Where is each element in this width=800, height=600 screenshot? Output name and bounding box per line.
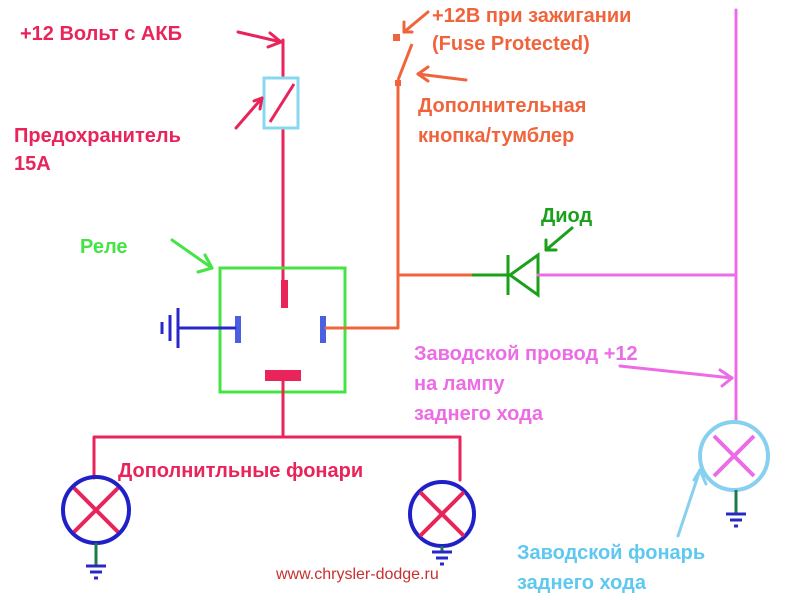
factory-lamp-label-line1: Заводской фонарь — [517, 542, 705, 564]
watermark: www.chrysler-dodge.ru — [275, 566, 439, 583]
ignition-label-line1: +12В при зажигании — [432, 5, 631, 27]
fuse-element — [268, 83, 296, 123]
fuse-arrow — [234, 96, 264, 130]
diode-label: Диод — [541, 205, 592, 227]
extra-lamp-right — [408, 480, 476, 566]
battery-arrow — [236, 30, 283, 49]
extra-lamps-wire — [92, 379, 462, 482]
battery-label: +12 Вольт с АКБ — [20, 23, 182, 45]
ignition-label-line2: (Fuse Protected) — [432, 33, 590, 55]
switch-label-line2: кнопка/тумблер — [418, 125, 574, 147]
diode-arrow — [544, 226, 574, 252]
relay-arrow — [170, 238, 214, 274]
factory-wire-label-line3: заднего хода — [414, 403, 544, 425]
relay-ground-icon — [160, 308, 180, 348]
factory-wire-label-line2: на лампу — [414, 373, 505, 395]
fuse — [262, 76, 300, 130]
fuse-label-line2: 15А — [14, 153, 51, 175]
factory-lamp-label-line2: заднего хода — [517, 572, 647, 594]
relay-pin-power — [281, 280, 288, 308]
factory-wire — [536, 8, 738, 422]
ignition-terminal — [393, 34, 400, 41]
relay-pin-ground — [235, 316, 241, 343]
switch-contact — [395, 80, 401, 86]
ignition-wire — [324, 80, 474, 330]
switch-arrow — [416, 65, 468, 83]
fuse-label-line1: Предохранитель — [14, 125, 181, 147]
switch-label-line1: Дополнительная — [418, 95, 586, 117]
extra-lamp-left — [61, 475, 131, 580]
diode — [472, 252, 540, 298]
relay-pin-coil — [320, 316, 326, 343]
extra-lamps-label: Дополнитльные фонари — [118, 460, 363, 482]
factory-wire-label-line1: Заводской провод +12 — [414, 343, 638, 365]
factory-reverse-lamp — [698, 420, 770, 528]
switch-lever — [396, 43, 414, 81]
factory-wire-arrow — [618, 364, 734, 388]
ignition-arrow — [402, 10, 430, 34]
relay-label: Реле — [80, 236, 128, 258]
factory-lamp-arrow — [676, 468, 708, 538]
relay-pin-output — [265, 370, 301, 381]
